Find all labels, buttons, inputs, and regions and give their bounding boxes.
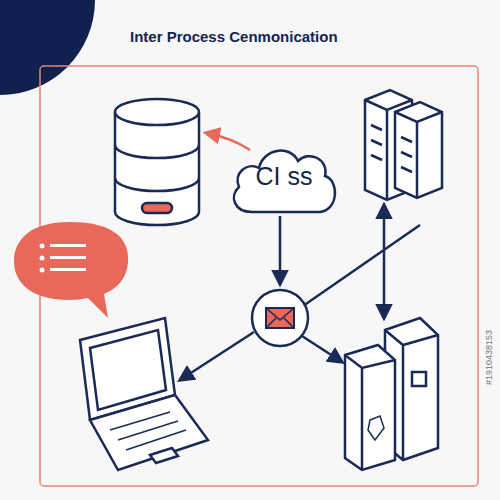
node-text: CI ss bbox=[228, 162, 340, 191]
double-arrow bbox=[383, 205, 386, 318]
database-symbol bbox=[115, 99, 199, 225]
laptop-symbol bbox=[80, 318, 208, 470]
corner-circle bbox=[0, 0, 95, 95]
laptop-arrow bbox=[180, 332, 254, 380]
envelope-symbol bbox=[252, 290, 308, 346]
bags-symbol bbox=[345, 318, 438, 470]
speech-bubble bbox=[14, 222, 128, 318]
cloud-node: CI ss bbox=[228, 140, 340, 216]
down-arrow bbox=[279, 216, 282, 284]
red-arrow bbox=[206, 133, 250, 150]
diagonal-line bbox=[303, 225, 420, 306]
bags-arrow bbox=[302, 336, 342, 362]
stock-id: #1910438153 bbox=[484, 330, 494, 385]
server-symbol bbox=[365, 90, 442, 200]
diagram-title: Inter Process Cenmonication bbox=[130, 28, 338, 45]
